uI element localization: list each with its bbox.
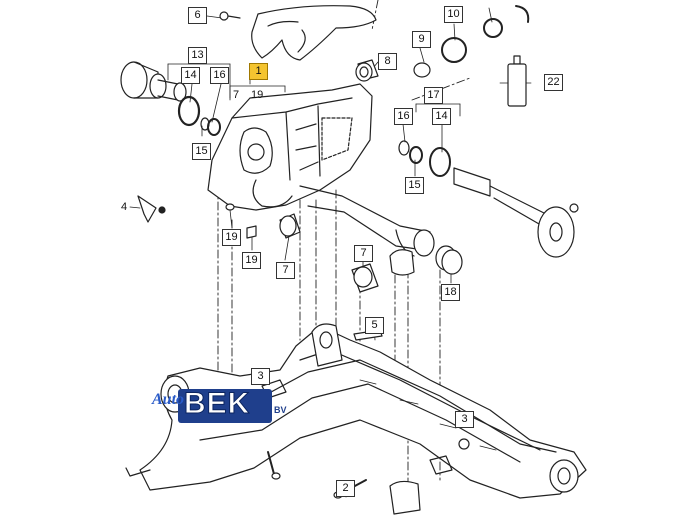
bushing-7-lower (279, 213, 301, 239)
circlip-15-left (207, 118, 221, 136)
callout-13: 13 (188, 47, 207, 64)
watermark-box (178, 389, 272, 423)
callout-19-lower: 19 (242, 252, 261, 269)
callout-14-right: 14 (432, 108, 451, 125)
callout-1-highlighted[interactable]: 1 (249, 63, 268, 80)
callout-16-right: 16 (394, 108, 413, 125)
subcallout-19: 19 (251, 89, 264, 101)
callout-7-lower: 7 (276, 262, 295, 279)
watermark-prefix: Auto (152, 391, 185, 408)
bracket-part-6 (219, 5, 377, 61)
bushing-mid (389, 249, 415, 276)
callout-10: 10 (444, 6, 463, 23)
callout-19-upper: 19 (222, 229, 241, 246)
watermark-brand: BEK (183, 387, 251, 421)
callout-8: 8 (378, 53, 397, 70)
callout-3-right: 3 (455, 411, 474, 428)
callout-15-left: 15 (192, 143, 211, 160)
oil-bottle-part-22 (507, 55, 527, 107)
bushing-7-right (351, 263, 379, 293)
washer-9 (413, 62, 431, 78)
callout-6: 6 (188, 7, 207, 24)
callout-22: 22 (544, 74, 563, 91)
callout-7-right: 7 (354, 245, 373, 262)
callout-16-left: 16 (210, 67, 229, 84)
seal-ring-14-left (177, 95, 201, 127)
watermark-logo: Auto BEK BV (152, 383, 302, 433)
bolt-part-19 (225, 203, 257, 239)
drive-shaft-right (398, 140, 579, 258)
subcallout-7: 7 (233, 89, 240, 101)
bushing-18 (435, 245, 463, 275)
bolt-part-4 (137, 195, 166, 223)
callout-9: 9 (412, 31, 431, 48)
circlip-top-right (483, 5, 530, 38)
bushing-8 (355, 59, 379, 82)
callout-5: 5 (365, 317, 384, 334)
left-flange-part-13 (120, 61, 187, 102)
callout-3-left: 3 (251, 368, 270, 385)
watermark-suffix: BV (274, 405, 287, 415)
callout-14-left: 14 (181, 67, 200, 84)
callout-18: 18 (441, 284, 460, 301)
callout-15-right: 15 (405, 177, 424, 194)
seal-10 (441, 37, 467, 63)
callout-17: 17 (424, 87, 443, 104)
callout-4-partial: 4 (121, 201, 128, 213)
differential-housing-part-1 (207, 83, 373, 211)
callout-2: 2 (336, 480, 355, 497)
